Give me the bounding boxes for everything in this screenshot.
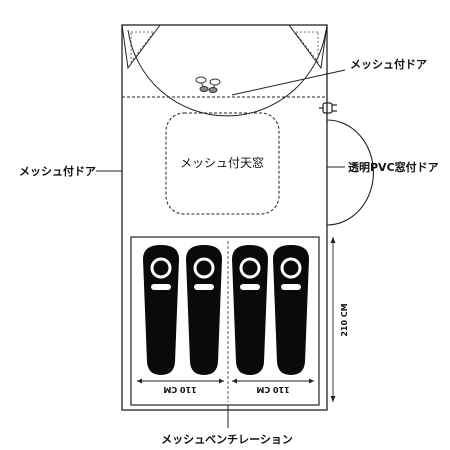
- width-right-label: 110 CM: [256, 385, 289, 394]
- length-dimension: [330, 237, 336, 402]
- mesh-door-left-label: メッシュ付ドア: [19, 164, 96, 178]
- mesh-ventilation-label: メッシュベンチレーション: [161, 433, 293, 446]
- mesh-skylight: [165, 112, 280, 215]
- zipper-pulls-icon: [195, 76, 221, 93]
- length-label: 210 CM: [340, 303, 349, 336]
- mesh-skylight-label: メッシュ付天窓: [180, 155, 264, 170]
- sleeping-bag-icon: [186, 245, 222, 375]
- sleeping-bag-icon: [232, 245, 268, 375]
- pvc-window-door-label: 透明PVC窓付ドア: [348, 160, 439, 174]
- width-dimension-right: [232, 378, 314, 384]
- sleeping-bag-icon: [273, 245, 309, 375]
- width-dimension-left: [137, 378, 224, 384]
- sleeping-bag-icon: [143, 245, 179, 375]
- power-plug-icon: [319, 102, 337, 114]
- width-left-label: 110 CM: [163, 385, 196, 394]
- mesh-door-top-label: メッシュ付ドア: [350, 57, 427, 71]
- mesh-door-top-pointer: [231, 69, 346, 96]
- sleeping-area: [130, 236, 320, 406]
- top-door: [121, 24, 328, 117]
- pvc-window-door: [326, 119, 374, 226]
